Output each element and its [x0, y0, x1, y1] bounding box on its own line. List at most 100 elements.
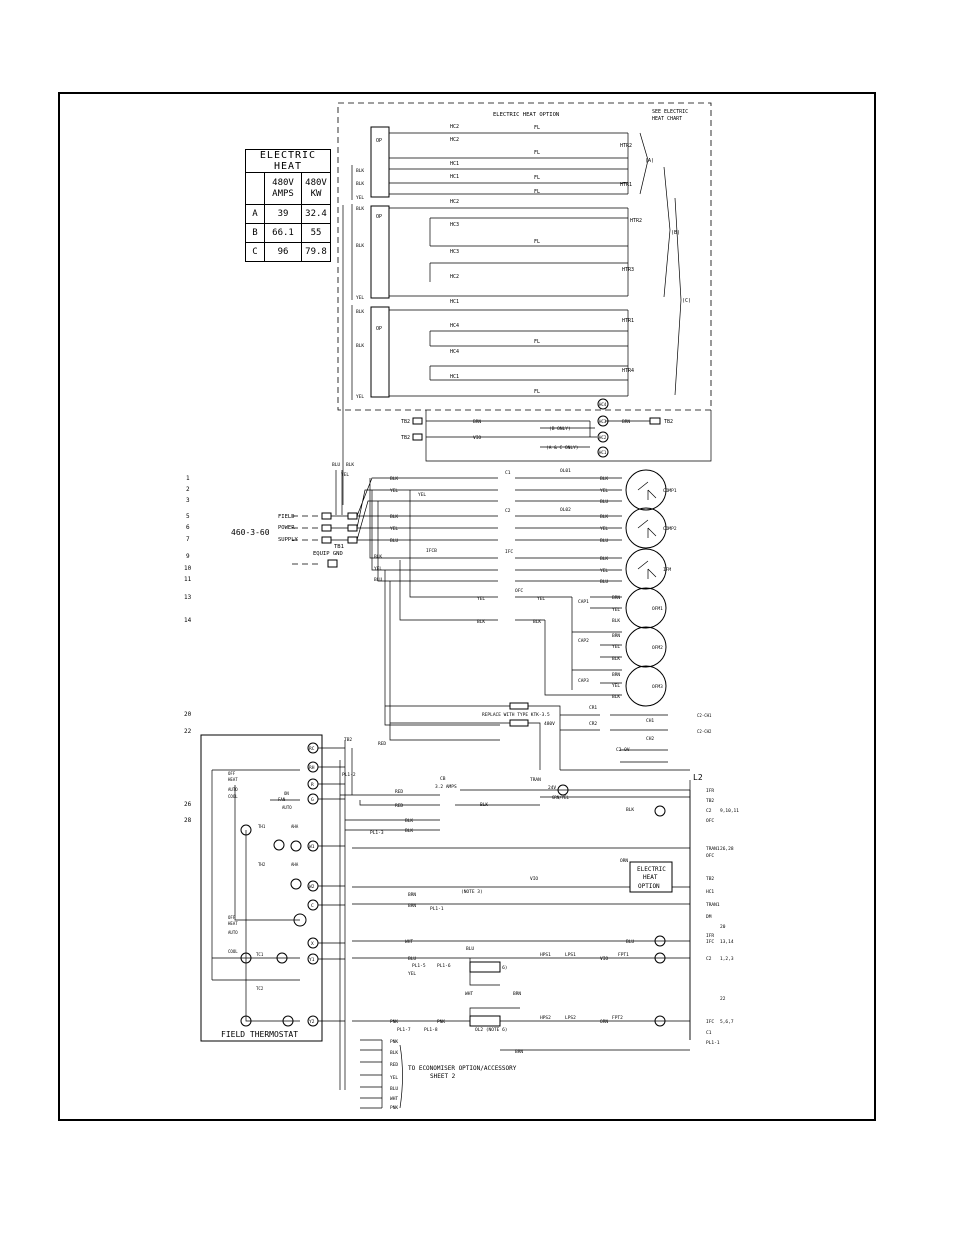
c2-ch2-label: C2-CH2	[697, 729, 712, 734]
note3-label: (NOTE 3)	[461, 889, 483, 895]
wire-label: BRN	[612, 633, 620, 639]
cap-label: CAP1	[578, 599, 589, 605]
wire-label: BLK	[612, 656, 620, 662]
hc-label: HC4	[450, 323, 459, 329]
op-box-3	[370, 306, 390, 398]
hc-label: HC2	[450, 199, 459, 205]
bracket-label: (B)	[671, 230, 680, 236]
fl-label: FL	[534, 150, 540, 156]
thermostat-lamps	[240, 824, 307, 1027]
see-chart-line1: SEE ELECTRIC	[652, 109, 688, 115]
c1-coil	[654, 1015, 666, 1027]
right-label: IFR	[706, 788, 714, 794]
bracket-label: (C)	[682, 298, 691, 304]
tc-label: TC2	[256, 986, 264, 991]
wire-label: YEL	[600, 568, 608, 574]
wire-label: ORN	[600, 1019, 608, 1025]
tstat-terminal: G	[311, 797, 314, 803]
htr-label: HTR4	[622, 368, 634, 374]
wire-label: RED	[395, 803, 403, 809]
hc-coil-stack: HC4 HC3 HC2 HC1	[597, 398, 609, 458]
op-label: OP	[376, 326, 382, 332]
wire-label: BLU	[332, 462, 340, 468]
tran-label: TRAN	[530, 777, 541, 783]
wire-label: BLK	[356, 309, 364, 315]
overload-label: IFCB	[426, 548, 437, 554]
wire-label: ORN	[620, 858, 628, 864]
electric-heat-option-box	[629, 861, 673, 893]
wire-label: BLU	[626, 939, 634, 945]
wire-label: YEL	[356, 295, 364, 301]
motor-ofm1: OFM1 OFC CAP1	[515, 587, 667, 629]
fl-label: FL	[534, 175, 540, 181]
hc-coil-label: HC1	[599, 450, 607, 455]
wire-label: BLK	[600, 556, 608, 562]
wire-label: BLK	[477, 619, 485, 625]
motor-label: OFM3	[652, 684, 663, 690]
wire-label: WHT	[465, 991, 473, 997]
tstat-terminal: W2	[309, 884, 315, 890]
hc-label: HC1	[450, 161, 459, 167]
wire-label: YEL	[356, 195, 364, 201]
wire-label: BLK	[356, 181, 364, 187]
wire-label: BRN	[513, 991, 521, 997]
wire-label: BLK	[480, 802, 488, 808]
wire-label: RED	[378, 741, 386, 747]
eh-option-label-2: HEAT	[643, 874, 658, 881]
hc-coil-label: HC3	[599, 419, 607, 424]
mode-label: OFF	[228, 915, 236, 920]
wire-label: BLU	[600, 499, 608, 505]
b-only-label: (B ONLY)	[549, 426, 571, 432]
cap-label: CAP3	[578, 678, 589, 684]
ifc-coil	[654, 935, 666, 947]
wire-label: BLK	[626, 807, 634, 813]
wire-label: BLK	[612, 694, 620, 700]
c2-ov-label: C2-OV	[616, 747, 630, 753]
economizer-note-2: SHEET 2	[430, 1073, 456, 1080]
econ-wire: PNK	[390, 1039, 398, 1045]
htr-label: HTR2	[620, 143, 632, 149]
pl-label: PL1-6	[437, 963, 451, 969]
motor-label: COMP2	[663, 526, 677, 532]
supply-label: SUPPLY	[278, 537, 299, 543]
wire-label: BRN	[612, 672, 620, 678]
wire-label: BLU	[600, 538, 608, 544]
see-chart-line2: HEAT CHART	[652, 116, 682, 122]
wire-label: BLU	[466, 946, 474, 952]
mode-label: HEAT	[228, 921, 238, 926]
tstat-terminal: W1	[309, 844, 315, 850]
wire-label: VIO	[530, 876, 538, 882]
tb2-label: TB2	[401, 435, 410, 441]
line-number: 6	[186, 524, 190, 531]
wire-label: YEL	[600, 488, 608, 494]
line-number: 28	[184, 817, 192, 824]
ch-label: CH2	[646, 736, 654, 742]
line-number: 22	[184, 728, 192, 735]
pl-label: PL1-3	[370, 830, 384, 836]
right-lines: 26,28	[720, 846, 734, 852]
lps-label: LPS1	[565, 952, 576, 958]
pl-label: PL1-1	[430, 906, 444, 912]
cr-label: CR1	[589, 705, 597, 711]
anticip-label: AHA	[291, 862, 299, 867]
hc-label: HC3	[450, 249, 459, 255]
hc-label: HC2	[450, 274, 459, 280]
tb2-label: TB2	[401, 419, 410, 425]
econ-wire: RED	[390, 1062, 398, 1068]
line-number: 10	[184, 565, 192, 572]
motor-label: COMP1	[663, 488, 677, 494]
tstat-terminal: R	[311, 782, 314, 788]
op-box-2	[370, 205, 390, 299]
electric-heat-table: ELECTRIC HEAT 480V AMPS 480V KW A 39 32.…	[245, 149, 331, 262]
line-number: 5	[186, 513, 190, 520]
wire-label: BRN	[408, 892, 416, 898]
wire-label: BRN	[612, 595, 620, 601]
th-label: TH1	[258, 824, 266, 829]
l2-label: L2	[693, 773, 703, 782]
wire-label: YEL	[341, 472, 349, 478]
right-label: TRAN1	[706, 902, 720, 908]
pl-label: PL1-7	[397, 1027, 411, 1033]
lps-label: LPS2	[565, 1015, 576, 1021]
wire-label: BLK	[600, 514, 608, 520]
wire-label: BLK	[356, 343, 364, 349]
